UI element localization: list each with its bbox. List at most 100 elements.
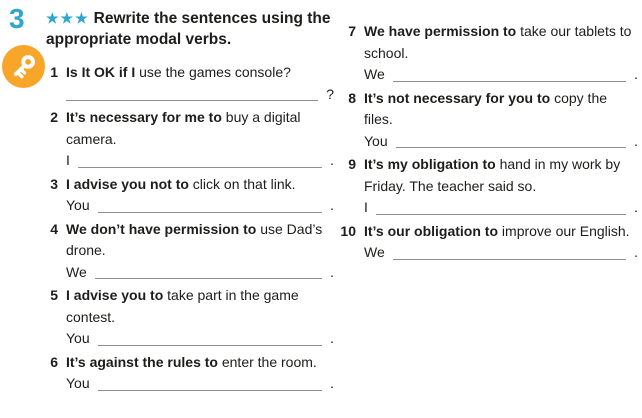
sentence-bold: Is It OK if I [66, 64, 136, 80]
answer-blank[interactable] [97, 200, 323, 213]
exercise-item: 9 It’s my obligation to hand in my work … [330, 154, 638, 219]
item-sentence: Is It OK if I use the games console? [66, 64, 291, 80]
sentence-rest: copy the files. [364, 89, 608, 128]
exercise-item: 5 I advise you to take part in the game … [42, 285, 342, 350]
item-body: Is It OK if I use the games console? ? [66, 62, 342, 105]
sentence-rest: hand in my work by Friday. The teacher s… [364, 156, 621, 194]
answer-blank[interactable] [375, 202, 627, 215]
answer-punctuation: . [634, 199, 638, 215]
difficulty-stars-icon: ★★★ [46, 10, 90, 26]
exercise-item: 4 We don’t have permission to use Dad’s … [42, 219, 342, 284]
item-number: 3 [50, 175, 58, 192]
answer-punctuation: . [330, 152, 334, 168]
sentence-rest: use Dad’s drone. [66, 220, 323, 259]
item-sentence: It’s against the rules to enter the room… [66, 354, 317, 370]
sentence-rest: click on that link. [192, 175, 296, 192]
sentence-rest: take our tablets to school. [364, 23, 632, 61]
answer-blank[interactable] [97, 333, 323, 346]
item-body: It’s against the rules to enter the room… [66, 352, 342, 395]
sentence-bold: I advise you to [66, 287, 164, 303]
answer-line: I. [66, 150, 342, 172]
answer-line: You. [66, 373, 342, 395]
answer-line: We. [364, 242, 638, 264]
sentence-rest: enter the room. [221, 353, 317, 370]
item-sentence: It’s necessary for me to buy a digital c… [66, 109, 301, 147]
sentence-rest: take part in the game contest. [66, 287, 299, 325]
answer-prefix: I [66, 152, 70, 168]
item-body: I advise you not to click on that link. … [66, 174, 342, 217]
sentence-bold: It’s our obligation to [364, 222, 499, 239]
exercise-item: 3 I advise you not to click on that link… [42, 174, 342, 217]
item-body: It’s our obligation to improve our Engli… [364, 221, 638, 264]
sentence-bold: We have permission to [364, 23, 517, 39]
answer-prefix: You [66, 330, 90, 346]
answer-punctuation: . [330, 197, 334, 213]
answer-prefix: You [364, 132, 388, 149]
answer-punctuation: . [634, 244, 638, 260]
item-body: I advise you to take part in the game co… [66, 285, 342, 350]
answer-line: We. [66, 262, 342, 284]
answer-punctuation: . [634, 66, 638, 82]
item-number: 10 [340, 222, 356, 239]
answer-line: You. [66, 328, 342, 350]
sentence-bold: We don’t have permission to [66, 220, 257, 237]
answer-blank[interactable] [94, 266, 323, 279]
key-icon [2, 45, 45, 88]
exercise-item: 6 It’s against the rules to enter the ro… [42, 352, 342, 395]
item-sentence: We don’t have permission to use Dad’s dr… [66, 221, 322, 259]
answer-punctuation: ? [326, 85, 334, 102]
item-number: 7 [348, 23, 356, 39]
sentence-bold: It’s against the rules to [66, 353, 218, 370]
item-body: We don’t have permission to use Dad’s dr… [66, 219, 342, 284]
exercise-item: 1 Is It OK if I use the games console? ? [42, 62, 342, 105]
item-number: 9 [348, 156, 356, 172]
answer-blank[interactable] [392, 247, 627, 260]
right-column: 7 We have permission to take our tablets… [330, 21, 638, 266]
answer-prefix: You [66, 375, 90, 391]
item-number: 6 [50, 353, 58, 370]
item-sentence: I advise you not to click on that link. [66, 176, 296, 192]
answer-blank[interactable] [77, 155, 323, 168]
item-body: It’s not necessary for you to copy the f… [364, 88, 638, 153]
item-number: 4 [50, 220, 58, 237]
item-sentence: It’s not necessary for you to copy the f… [364, 90, 607, 128]
answer-prefix: You [66, 197, 90, 213]
sentence-bold: It’s my obligation to [364, 156, 496, 172]
sentence-rest: buy a digital camera. [66, 109, 301, 147]
answer-prefix: We [66, 263, 87, 280]
item-number: 1 [50, 64, 58, 80]
answer-blank[interactable] [97, 378, 323, 391]
item-body: It’s necessary for me to buy a digital c… [66, 107, 342, 172]
sentence-bold: I advise you not to [66, 175, 189, 192]
item-sentence: It’s my obligation to hand in my work by… [364, 156, 620, 194]
item-number: 2 [50, 109, 58, 125]
answer-line: I. [364, 197, 638, 219]
answer-punctuation: . [634, 132, 638, 149]
exercise-header: ★★★Rewrite the sentences using the appro… [46, 8, 344, 50]
answer-blank[interactable] [392, 69, 627, 82]
item-sentence: It’s our obligation to improve our Engli… [364, 223, 630, 239]
answer-punctuation: . [330, 263, 334, 280]
answer-line: ? [66, 84, 342, 106]
item-body: It’s my obligation to hand in my work by… [364, 154, 638, 219]
answer-prefix: We [364, 244, 385, 260]
item-number: 8 [348, 89, 356, 106]
exercise-item: 7 We have permission to take our tablets… [330, 21, 638, 86]
answer-punctuation: . [330, 375, 334, 391]
exercise-item: 8 It’s not necessary for you to copy the… [330, 88, 638, 153]
answer-blank[interactable] [66, 88, 319, 101]
item-number: 5 [50, 287, 58, 303]
sentence-rest: use the games console? [139, 64, 291, 80]
answer-line: We. [364, 64, 638, 86]
left-column: 1 Is It OK if I use the games console? ?… [42, 62, 342, 397]
answer-prefix: We [364, 66, 385, 82]
exercise-number: 3 [9, 3, 25, 34]
sentence-bold: It’s not necessary for you to [364, 89, 551, 106]
instruction-text: Rewrite the sentences using the appropri… [46, 10, 331, 48]
answer-punctuation: . [330, 330, 334, 346]
answer-prefix: I [364, 199, 368, 215]
answer-line: You. [364, 131, 638, 153]
answer-blank[interactable] [395, 135, 627, 148]
item-sentence: I advise you to take part in the game co… [66, 287, 299, 325]
